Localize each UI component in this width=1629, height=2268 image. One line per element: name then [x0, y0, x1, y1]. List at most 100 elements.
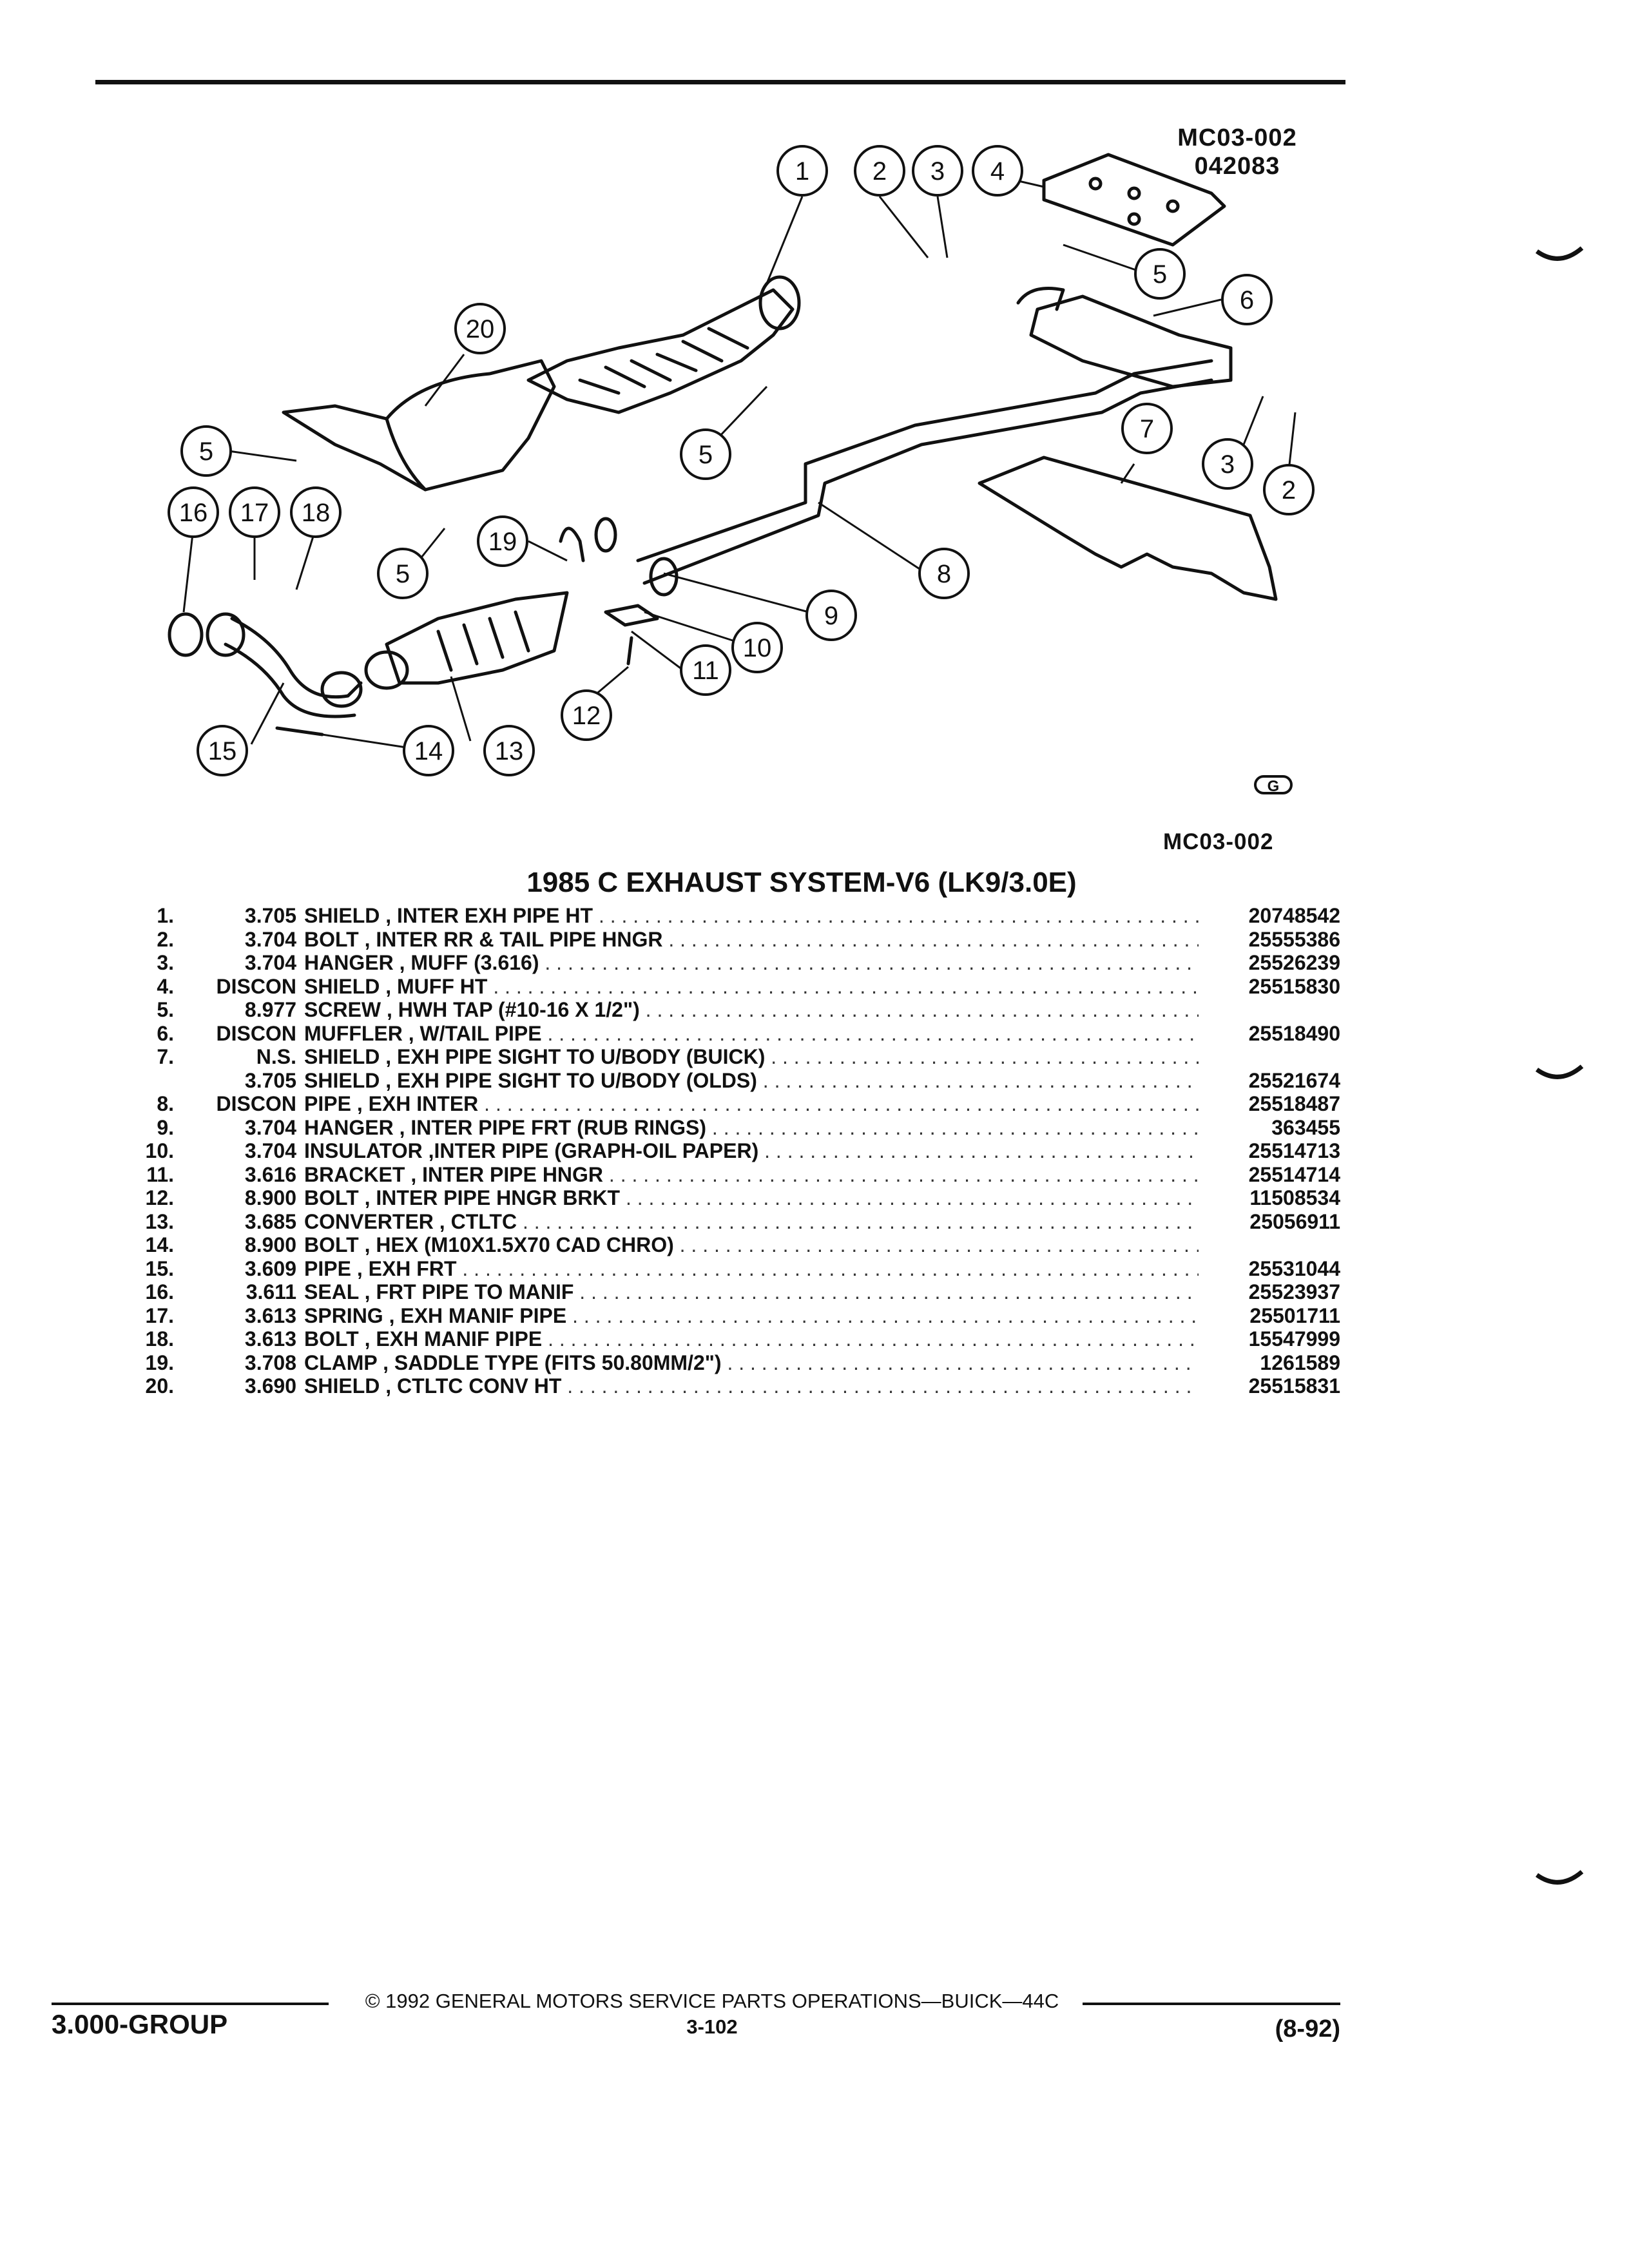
- part-number-index: 7.: [157, 1045, 174, 1068]
- callout-19: [477, 515, 528, 567]
- part-number: 25518490: [1248, 1021, 1340, 1045]
- callout-5c: [377, 548, 429, 599]
- part-number-index: 10.: [145, 1139, 174, 1162]
- part-description: SHIELD , MUFF HT: [304, 975, 1199, 999]
- part-number: 25526239: [1248, 951, 1340, 974]
- part-number: 25514714: [1248, 1162, 1340, 1186]
- catalog-ref: 3.613: [244, 1303, 296, 1327]
- callout-1: [776, 145, 828, 197]
- part-number: 25518487: [1248, 1092, 1340, 1115]
- part-number: 25523937: [1248, 1280, 1340, 1303]
- part-description: SHIELD , EXH PIPE SIGHT TO U/BODY (OLDS): [304, 1069, 1199, 1093]
- svg-text:13: 13: [495, 737, 524, 765]
- svg-text:2: 2: [1282, 476, 1296, 505]
- callout-15: [197, 725, 248, 776]
- part-number-index: 1.: [157, 904, 174, 927]
- part-number-index: 3.: [157, 951, 174, 974]
- part-description: MUFFLER , W/TAIL PIPE: [304, 1022, 1199, 1046]
- page-number: 3-102: [686, 2015, 738, 2038]
- gm-logo-icon: G: [1254, 775, 1293, 795]
- callout-20: [454, 303, 506, 354]
- svg-text:10: 10: [743, 634, 772, 662]
- part-number: 25501711: [1249, 1303, 1340, 1327]
- part-description: HANGER , INTER PIPE FRT (RUB RINGS): [304, 1116, 1199, 1140]
- muffler: [1029, 294, 1233, 389]
- catalog-ref: 3.704: [244, 951, 296, 974]
- exhaust-pipe-shield: [978, 456, 1278, 601]
- svg-text:4: 4: [990, 157, 1005, 186]
- callout-5b: [680, 428, 731, 480]
- svg-text:7: 7: [1140, 415, 1154, 443]
- margin-mark: [1535, 1870, 1584, 1885]
- callout-9: [805, 590, 857, 641]
- part-number-index: 16.: [145, 1280, 174, 1303]
- part-number: 25056911: [1249, 1209, 1340, 1233]
- part-number-index: 19.: [145, 1350, 174, 1374]
- part-number: 363455: [1271, 1115, 1340, 1139]
- callout-10: [731, 622, 783, 673]
- part-number-index: 12.: [145, 1186, 174, 1209]
- callout-2b: [1263, 464, 1315, 515]
- svg-text:11: 11: [692, 657, 719, 685]
- date-code: (8-92): [1275, 2015, 1340, 2042]
- diagram-code-bottom: MC03-002: [1163, 829, 1274, 854]
- svg-text:G: G: [1268, 778, 1280, 795]
- callout-2: [854, 145, 905, 197]
- parts-row: 3. 3.704 HANGER , MUFF (3.616) 25526239: [129, 951, 1353, 975]
- parts-row: 16. 3.611 SEAL , FRT PIPE TO MANIF 25523937: [129, 1280, 1353, 1304]
- part-number-index: 11.: [146, 1162, 174, 1186]
- part-description: HANGER , MUFF (3.616): [304, 951, 1199, 975]
- catalog-ref: 3.704: [244, 1115, 296, 1139]
- callout-17: [229, 486, 280, 538]
- part-number: 25514713: [1248, 1139, 1340, 1162]
- svg-text:12: 12: [572, 702, 601, 730]
- part-number: 25531044: [1248, 1256, 1340, 1280]
- svg-text:15: 15: [208, 737, 237, 765]
- catalog-ref: DISCON: [216, 1021, 296, 1045]
- part-number: 1261589: [1260, 1350, 1340, 1374]
- callout-16: [168, 486, 219, 538]
- svg-text:5: 5: [396, 560, 410, 588]
- svg-text:2: 2: [872, 157, 887, 186]
- catalog-ref: 3.616: [244, 1162, 296, 1186]
- catalog-ref: 3.705: [244, 904, 296, 927]
- svg-text:16: 16: [179, 499, 208, 527]
- catalog-ref: 3.704: [244, 1139, 296, 1162]
- part-number-index: 5.: [157, 998, 174, 1021]
- part-description: CONVERTER , CTLTC: [304, 1210, 1199, 1234]
- svg-text:18: 18: [302, 499, 331, 527]
- part-description: SEAL , FRT PIPE TO MANIF: [304, 1280, 1199, 1304]
- svg-text:8: 8: [937, 560, 951, 588]
- catalog-ref: DISCON: [216, 974, 296, 998]
- callout-11: [680, 644, 731, 696]
- top-rule: [95, 80, 1345, 84]
- diagram-code-top: MC03-002 042083: [1177, 124, 1297, 180]
- catalog-ref: 8.977: [244, 998, 296, 1021]
- catalog-ref: 3.609: [244, 1256, 296, 1280]
- part-number-index: 14.: [145, 1233, 174, 1256]
- catalog-ref: 3.611: [246, 1280, 296, 1303]
- part-description: PIPE , EXH INTER: [304, 1092, 1199, 1116]
- callout-3b: [1202, 438, 1253, 490]
- footer-rule-left: [52, 2003, 329, 2005]
- part-number: 25521674: [1248, 1068, 1340, 1092]
- margin-mark: [1535, 1064, 1584, 1079]
- part-description: SHIELD , EXH PIPE SIGHT TO U/BODY (BUICK…: [304, 1045, 1199, 1069]
- catalog-ref: 3.685: [244, 1209, 296, 1233]
- part-description: SHIELD , CTLTC CONV HT: [304, 1374, 1199, 1398]
- callout-6: [1221, 274, 1273, 325]
- catalog-ref: 3.690: [244, 1374, 296, 1398]
- copyright-notice: © 1992 GENERAL MOTORS SERVICE PARTS OPER…: [365, 1990, 1059, 2012]
- svg-text:5: 5: [199, 437, 213, 466]
- catalog-ref: DISCON: [216, 1092, 296, 1115]
- catalog-ref: 3.613: [244, 1327, 296, 1350]
- svg-text:3: 3: [1220, 450, 1235, 479]
- part-number: 25515830: [1248, 974, 1340, 998]
- part-number-index: 18.: [145, 1327, 174, 1350]
